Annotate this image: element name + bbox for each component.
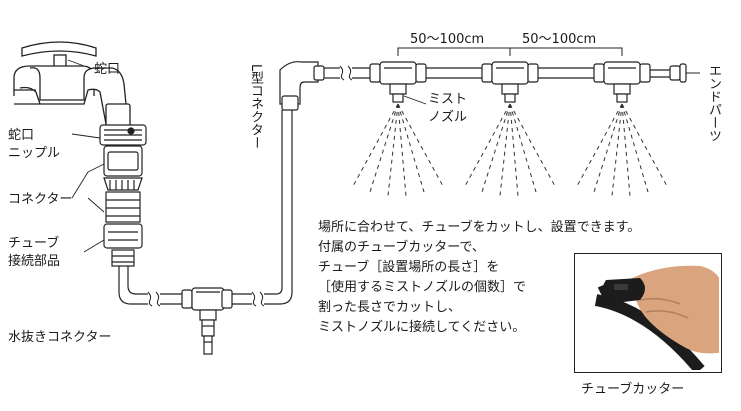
spacing-label-1: 50～100cm xyxy=(410,32,485,47)
instruction-line: 場所に合わせて、チューブをカットし、設置できます。 xyxy=(318,220,641,235)
spacing-label-2: 50～100cm xyxy=(522,32,597,47)
nozzle-leader-line xyxy=(403,95,427,105)
mist-nozzle-label-1: ミスト xyxy=(428,92,468,107)
end-parts xyxy=(669,63,700,83)
drain-tee xyxy=(181,287,233,355)
dimension-lines xyxy=(397,47,623,56)
tube-upper xyxy=(324,65,672,81)
photo-frame xyxy=(574,253,722,373)
instruction-line: ミストノズルに接続してください。 xyxy=(318,320,526,335)
mist-spray-2 xyxy=(463,103,557,197)
faucet-label: 蛇口 xyxy=(94,62,121,77)
faucet-nipple-label-2: ニップル xyxy=(8,146,61,161)
mist-nozzle-tee-3 xyxy=(593,61,651,103)
l-connector xyxy=(279,61,325,111)
tube-cutter-caption: チューブカッター xyxy=(581,382,685,397)
leader-lines xyxy=(67,59,105,253)
instruction-line: ［使用するミストノズルの個数］で xyxy=(318,280,527,295)
tube-cutter-photo xyxy=(575,254,719,370)
l-connector-label: L型コネクター xyxy=(248,64,263,150)
tube-connection-label-1: チューブ xyxy=(8,236,60,251)
tube-connection-part xyxy=(103,223,143,267)
mist-nozzle-tee-1 xyxy=(369,61,427,103)
mist-spray-3 xyxy=(575,103,669,197)
instruction-line: チューブ［設置場所の長さ］を xyxy=(318,260,500,275)
tube-connection-label-2: 接続部品 xyxy=(8,254,61,269)
connector-part xyxy=(103,145,143,223)
connector-label: コネクター xyxy=(8,192,73,207)
faucet-nipple xyxy=(99,124,147,146)
instructions-text: 場所に合わせて、チューブをカットし、設置できます。 付属のチューブカッターで、 … xyxy=(318,218,640,338)
mist-nozzle-tee-2 xyxy=(481,61,539,103)
mist-nozzle-label-2: ノズル xyxy=(428,110,468,125)
instruction-line: 割った長さでカットし、 xyxy=(318,300,462,315)
faucet-nipple-label-1: 蛇口 xyxy=(8,128,35,143)
end-parts-label: エンドパーツ xyxy=(706,64,721,142)
instruction-line: 付属のチューブカッターで、 xyxy=(318,240,485,255)
drain-connector-label: 水抜きコネクター xyxy=(8,330,112,345)
faucet-illustration xyxy=(13,41,131,127)
tube-lower xyxy=(118,110,293,307)
